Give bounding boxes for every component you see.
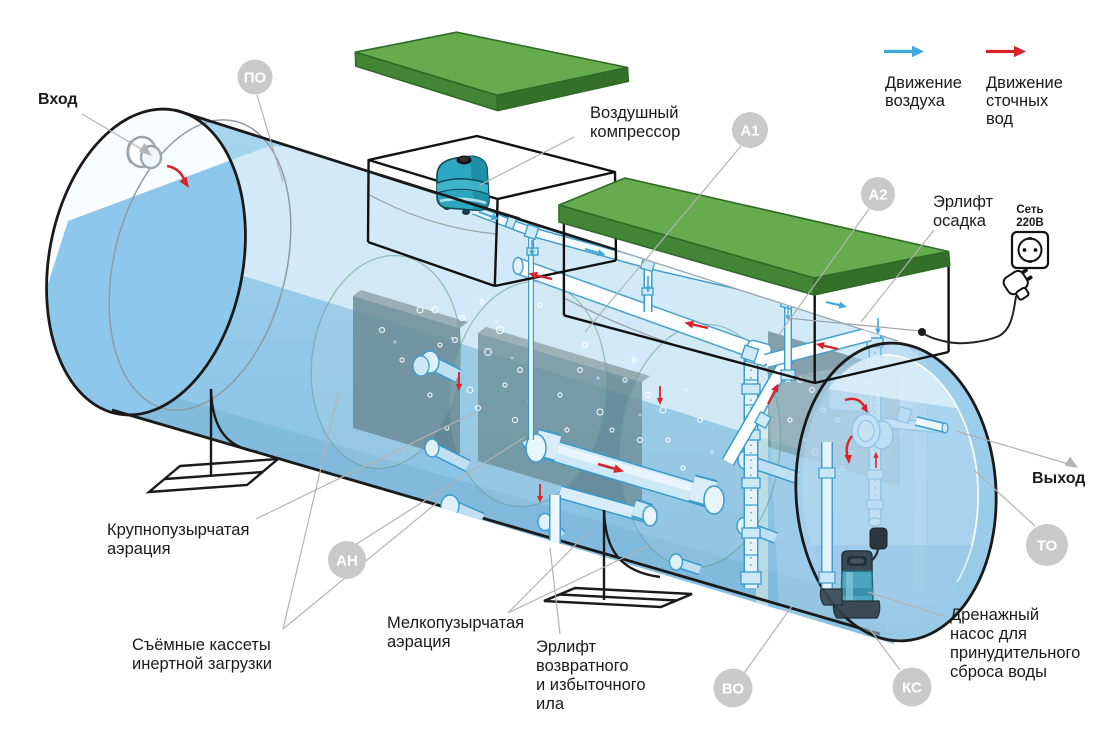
svg-text:Мелкопузырчатая: Мелкопузырчатая bbox=[387, 614, 524, 632]
svg-text:и избыточного: и избыточного bbox=[536, 676, 646, 694]
svg-text:принудительного: принудительного bbox=[950, 644, 1080, 662]
svg-text:осадка: осадка bbox=[933, 212, 987, 230]
svg-text:Эрлифт: Эрлифт bbox=[536, 638, 597, 656]
svg-text:компрессор: компрессор bbox=[590, 123, 680, 141]
svg-text:Дренажный: Дренажный bbox=[950, 606, 1039, 624]
svg-text:воздуха: воздуха bbox=[885, 92, 946, 110]
svg-text:аэрация: аэрация bbox=[107, 540, 171, 558]
svg-text:220В: 220В bbox=[1016, 217, 1044, 229]
svg-text:Воздушный: Воздушный bbox=[590, 104, 679, 122]
svg-text:Движение: Движение bbox=[986, 74, 1063, 92]
svg-text:Крупнопузырчатая: Крупнопузырчатая bbox=[107, 521, 249, 539]
svg-text:Выход: Выход bbox=[1032, 470, 1085, 487]
svg-text:вод: вод bbox=[986, 110, 1013, 128]
svg-text:АН: АН bbox=[336, 553, 358, 570]
svg-text:Сеть: Сеть bbox=[1016, 204, 1043, 216]
svg-text:ПО: ПО bbox=[244, 70, 267, 87]
svg-text:аэрация: аэрация bbox=[387, 633, 451, 651]
svg-text:возвратного: возвратного bbox=[536, 657, 629, 675]
svg-text:ТО: ТО bbox=[1037, 538, 1058, 555]
svg-text:Движение: Движение bbox=[885, 74, 962, 92]
svg-text:инертной загрузки: инертной загрузки bbox=[132, 655, 272, 673]
svg-text:ВО: ВО bbox=[722, 681, 744, 698]
svg-text:Съёмные кассеты: Съёмные кассеты bbox=[132, 636, 271, 654]
svg-text:А1: А1 bbox=[740, 123, 759, 140]
svg-text:КС: КС bbox=[902, 680, 922, 697]
svg-text:насос для: насос для bbox=[950, 625, 1027, 643]
svg-text:Эрлифт: Эрлифт bbox=[933, 193, 994, 211]
svg-text:сточных: сточных bbox=[986, 92, 1049, 110]
svg-text:А2: А2 bbox=[868, 187, 887, 204]
svg-text:ила: ила bbox=[536, 695, 565, 713]
svg-text:сброса воды: сброса воды bbox=[950, 663, 1047, 681]
svg-text:Вход: Вход bbox=[38, 91, 78, 108]
